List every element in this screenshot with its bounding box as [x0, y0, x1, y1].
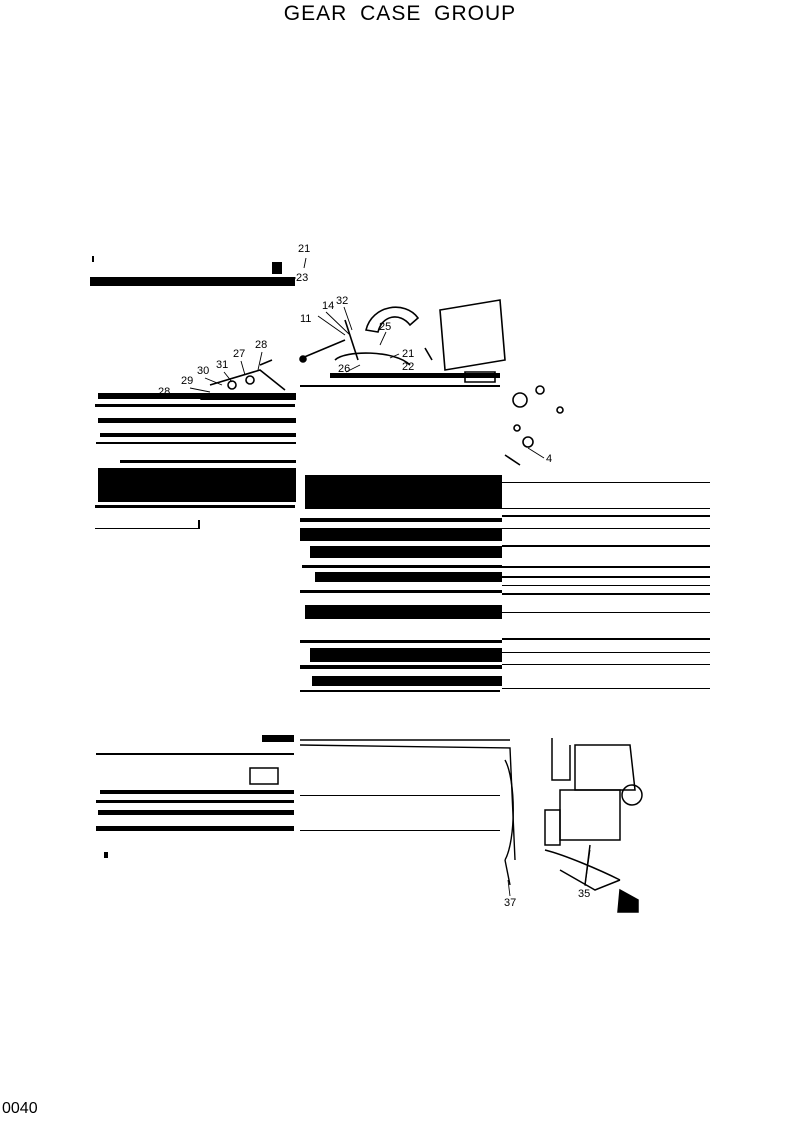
- gear-case-right-lines: [502, 482, 710, 689]
- leader-lines: [189, 257, 591, 897]
- callout-11: 11: [300, 313, 311, 325]
- callout-26: 26: [338, 363, 350, 375]
- callout-30: 30: [197, 365, 209, 377]
- callout-29: 29: [181, 375, 193, 387]
- callout-37: 37: [504, 897, 516, 909]
- lower-centre-cover: [299, 739, 516, 886]
- lower-right-assembly: [544, 738, 643, 913]
- page-title: GEAR CASE GROUP: [283, 2, 517, 25]
- callout-31: 31: [216, 359, 228, 371]
- upper-left-bar: [90, 256, 295, 286]
- callout-21a: 21: [298, 243, 310, 255]
- callout-4: 4: [546, 453, 552, 465]
- callout-23: 23: [296, 272, 308, 284]
- callout-28a: 28: [255, 339, 267, 351]
- callout-labels: 21 23 14 32 11 25 21 22 26 27 28 31 30 2…: [158, 243, 590, 909]
- callout-35: 35: [578, 888, 590, 900]
- lower-left-bar: [96, 735, 294, 858]
- callout-28b: 28: [158, 386, 170, 398]
- callout-21b: 21: [402, 348, 414, 360]
- page-number: 0040: [2, 1100, 38, 1117]
- callout-22: 22: [402, 361, 414, 373]
- callout-14: 14: [322, 300, 334, 312]
- gear-case-left-stripes: [95, 393, 296, 529]
- callout-25: 25: [379, 321, 391, 333]
- callout-32: 32: [336, 295, 348, 307]
- gear-case-centre-stripes: [300, 373, 502, 692]
- cover-parts: [209, 299, 564, 466]
- callout-27: 27: [233, 348, 245, 360]
